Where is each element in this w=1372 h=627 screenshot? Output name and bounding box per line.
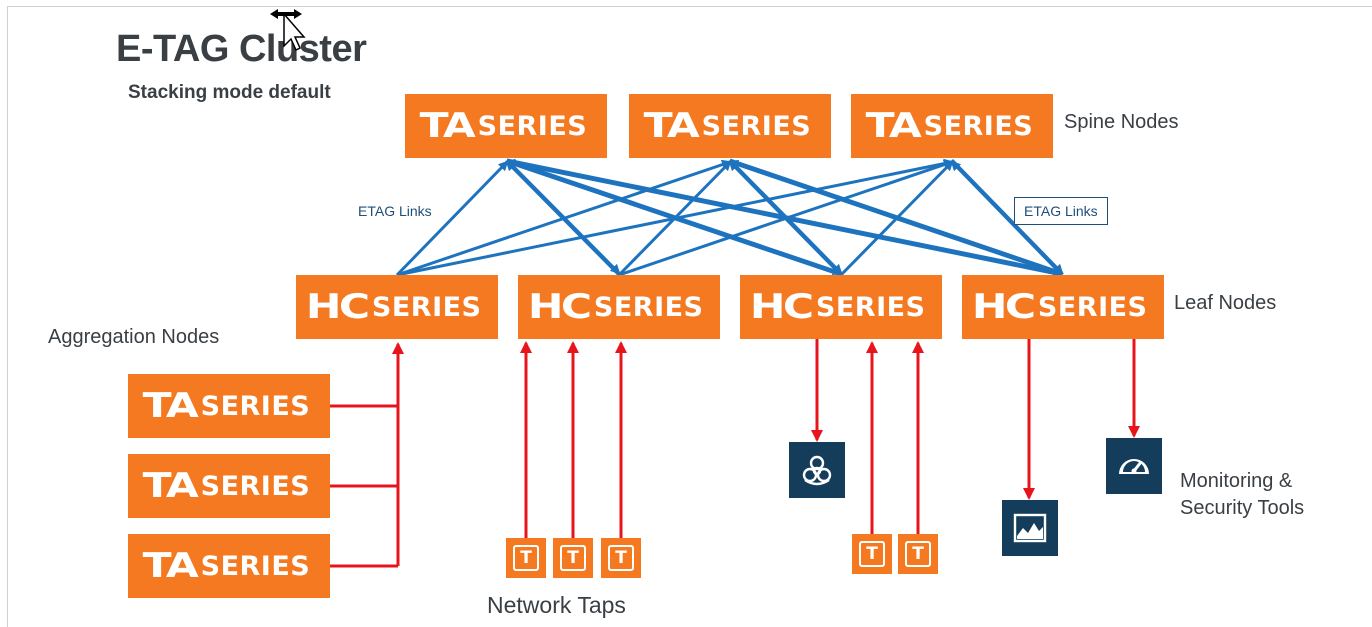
series-text: SERIES [371, 291, 482, 323]
slide-frame [7, 6, 1372, 627]
network-tap-4: T [852, 534, 892, 574]
move-cursor-icon [268, 6, 308, 57]
network-tap-3: T [601, 538, 641, 578]
series-text: SERIES [1037, 291, 1148, 323]
series-text: SERIES [200, 470, 311, 502]
network-tap-2: T [553, 538, 593, 578]
etag-link-3-to-spine-3 [839, 160, 954, 277]
tap-letter: T [513, 545, 539, 571]
page-subtitle: Stacking mode default [128, 82, 331, 103]
etag-link-spine-1-to-leaf-3 [506, 158, 843, 276]
hc-logo: HC [972, 287, 1036, 327]
spine-nodes-label: Spine Nodes [1064, 111, 1179, 133]
etag-link-1-to-spine-3 [396, 158, 954, 277]
tap-letter: T [608, 545, 634, 571]
activity-monitor-icon [1002, 500, 1058, 556]
tools-label-line2: Security Tools [1180, 497, 1305, 519]
page-title: E-TAG Cluster [116, 28, 367, 70]
ta-logo: TA [142, 546, 198, 586]
etag-links-label-left: ETAG Links [358, 203, 432, 219]
etag-link-1-to-spine-1 [395, 160, 509, 277]
leaf-nodes-label: Leaf Nodes [1174, 292, 1277, 314]
series-text: SERIES [477, 110, 588, 142]
etag-link-spine-2-to-leaf-3 [728, 158, 843, 275]
etag-links-label-right: ETAG Links [1014, 197, 1108, 225]
series-text: SERIES [923, 110, 1034, 142]
ta-logo: TA [142, 386, 198, 426]
ta-logo: TA [865, 106, 921, 146]
ta-logo: TA [643, 106, 699, 146]
series-text: SERIES [593, 291, 704, 323]
ta-logo: TA [419, 106, 475, 146]
series-text: SERIES [200, 550, 311, 582]
tap-letter: T [560, 545, 586, 571]
hc-logo: HC [750, 287, 814, 327]
tap-letter: T [859, 541, 885, 567]
series-text: SERIES [701, 110, 812, 142]
etag-link-spine-3-to-leaf-4 [950, 158, 1064, 275]
hc-logo: HC [306, 287, 370, 327]
tap-letter: T [905, 541, 931, 567]
series-text: SERIES [200, 390, 311, 422]
etag-link-spine-2-to-leaf-4 [729, 158, 1064, 276]
hc-logo: HC [528, 287, 592, 327]
aggregation-nodes-label: Aggregation Nodes [48, 326, 220, 348]
series-text: SERIES [815, 291, 926, 323]
network-taps-label: Network Taps [487, 592, 626, 618]
network-tap-1: T [506, 538, 546, 578]
ta-logo: TA [142, 466, 198, 506]
tools-label-line1: Monitoring & [1180, 470, 1293, 492]
network-tap-5: T [898, 534, 938, 574]
biohazard-icon [789, 442, 845, 498]
speedometer-icon [1106, 438, 1162, 494]
etag-link-spine-1-to-leaf-2 [505, 158, 621, 275]
